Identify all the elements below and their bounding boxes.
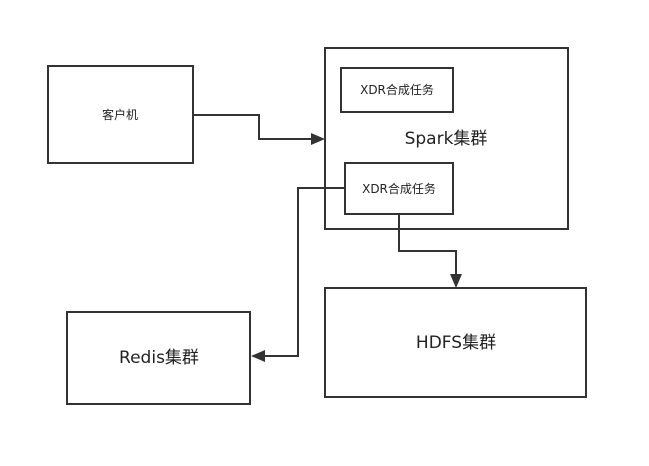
xdr-task-bottom-node: XDR合成任务 bbox=[344, 162, 454, 215]
hdfs-cluster-label: HDFS集群 bbox=[416, 333, 496, 353]
spark-cluster-node: Spark集群 XDR合成任务 XDR合成任务 bbox=[324, 47, 569, 230]
connector-client-to-spark bbox=[193, 114, 325, 145]
connector-task-to-redis bbox=[251, 187, 345, 362]
redis-cluster-label: Redis集群 bbox=[119, 348, 199, 368]
client-label: 客户机 bbox=[102, 107, 138, 122]
xdr-task-top-label: XDR合成任务 bbox=[360, 82, 434, 97]
spark-cluster-label: Spark集群 bbox=[405, 129, 488, 149]
connector-task-to-hdfs bbox=[398, 214, 462, 288]
xdr-task-bottom-label: XDR合成任务 bbox=[362, 181, 436, 196]
redis-cluster-node: Redis集群 bbox=[66, 311, 251, 405]
client-node: 客户机 bbox=[47, 65, 194, 164]
arrowhead-down bbox=[450, 274, 462, 288]
hdfs-cluster-node: HDFS集群 bbox=[324, 287, 587, 398]
arrowhead-right bbox=[311, 133, 325, 145]
arrowhead-left bbox=[251, 350, 265, 362]
xdr-task-top-node: XDR合成任务 bbox=[340, 67, 454, 113]
